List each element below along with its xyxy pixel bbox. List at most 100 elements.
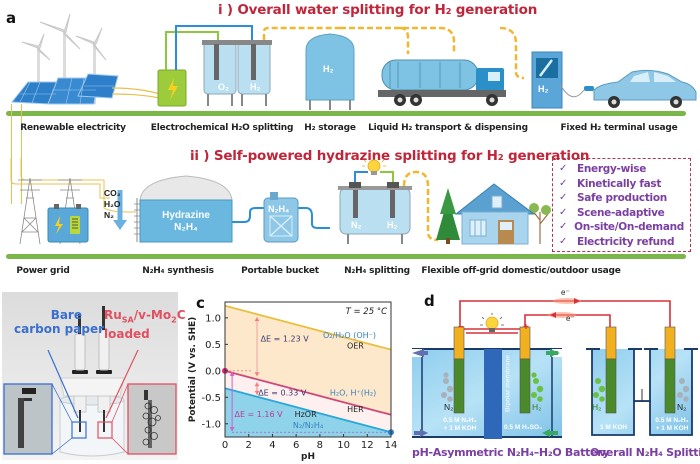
feed-co2: CO₂ <box>104 188 121 198</box>
region-label-hzor: HzOR <box>295 410 318 419</box>
row2-ground <box>6 254 686 259</box>
her-region <box>225 370 391 433</box>
caption-splitting: Overall N₂H₄ Splitting <box>590 446 700 459</box>
x-axis-label: pH <box>301 452 315 462</box>
caption-battery: pH-Asymmetric N₂H₄–H₂O Battery <box>412 446 610 459</box>
x-tick-label: 0 <box>222 440 228 451</box>
series-label-her: H₂O, H⁺(H₂) <box>330 389 376 398</box>
hydrazine-tank-icon <box>134 175 233 243</box>
cell-schematic <box>410 298 698 439</box>
check-icon: ✓ <box>559 163 568 174</box>
callout-left-line2: carbon paper <box>14 322 105 336</box>
feed-n2: N₂ <box>104 210 114 220</box>
light-bulb-icon <box>480 313 504 332</box>
catalyst-loaded-callout: RuSA/v-Mo2C loaded <box>104 308 186 341</box>
check-icon: ✓ <box>559 221 568 232</box>
advantage-item: ✓Kinetically fast <box>559 177 684 192</box>
electrolyte-line: + 1 M KOH <box>655 425 689 432</box>
h2-tank-label: H₂ <box>250 82 261 92</box>
electrolyzer-icon <box>202 40 272 106</box>
callout-right-line2: loaded <box>104 327 150 342</box>
gas-label-h2: H₂ <box>532 402 542 412</box>
arrow-head <box>254 372 260 377</box>
hydrazine-label-line2: N₂H₄ <box>174 222 198 233</box>
bare-carbon-paper-callout: Bare carbon paper <box>14 308 105 336</box>
advantage-item: ✓ Electricity refund <box>559 235 684 250</box>
callout-left-line1: Bare <box>50 308 82 322</box>
stage-label-storage: H₂ storage <box>304 123 356 133</box>
advantage-text: Energy-wise <box>577 163 647 175</box>
panel-letter-d: d <box>424 292 435 310</box>
callout-right-line1: RuSA/v-Mo2C <box>104 308 186 325</box>
oer-region <box>225 305 391 415</box>
h2-storage-label: H₂ <box>323 64 334 74</box>
electrolyte-left: 0.5 M N₂H₄ + 1 M KOH <box>438 417 482 433</box>
power-supply-icon <box>157 69 187 107</box>
electrolyte-acid: 0.5 M H₂SO₄ <box>504 424 543 431</box>
stage-label-synthesis: N₂H₄ synthesis <box>142 266 214 276</box>
row2-illustration <box>10 158 551 245</box>
check-icon: ✓ <box>559 235 568 247</box>
solar-panel-icon <box>11 73 119 105</box>
portable-bucket-icon <box>263 192 299 243</box>
hydrazine-electrolyzer-icon <box>338 171 412 244</box>
row2-title: ii ) Self-powered hydrazine splitting fo… <box>190 148 590 164</box>
advantage-item: ✓ On-site/On-demand <box>559 220 684 235</box>
series-label-hzor: N₂/N₂H₄ <box>293 421 323 430</box>
series-line-1 <box>224 369 392 416</box>
x-tick-label: 14 <box>385 440 398 451</box>
x-tick-label: 6 <box>293 440 299 451</box>
stage-label-offgrid: Flexible off-grid domestic/outdoor usage <box>421 266 621 276</box>
electron-label: e⁻ <box>561 288 570 297</box>
gas-label-n2-right: N₂ <box>677 402 687 412</box>
panel-letter-c: c <box>196 294 205 312</box>
y-tick-label: 1.0 <box>205 313 221 324</box>
electron-arrow-icon <box>550 312 556 318</box>
region-label-oer: OER <box>347 342 364 351</box>
electron-label: e⁻ <box>566 314 575 323</box>
arrow-head <box>254 390 260 395</box>
stage-label-renewable: Renewable electricity <box>20 123 126 133</box>
row1-title: i ) Overall water splitting for H₂ gener… <box>218 2 538 18</box>
stage-label-electrolysis: Electrochemical H₂O splitting <box>150 123 294 133</box>
down-arrow-icon <box>113 220 127 230</box>
h2-pump-icon <box>531 51 594 109</box>
delta-e-label-3: ΔE = 1.16 V <box>234 410 283 419</box>
arrow-head <box>254 382 260 387</box>
y-axis-label: Potential (V vs. SHE) <box>188 317 198 423</box>
electrolyte-line: 0.5 M N₂H₄ <box>443 417 477 424</box>
y-tick-label: 0.0 <box>205 366 221 377</box>
delta-e-label-1: ΔE = 1.23 V <box>261 335 310 344</box>
advantage-text: On-site/On-demand <box>574 221 684 233</box>
minus-sign: − <box>458 322 464 333</box>
y-tick-label: -0.5 <box>201 393 221 404</box>
hzor-region <box>225 388 391 437</box>
electrode-photo <box>3 306 177 457</box>
bucket-label: N₂H₄ <box>268 204 290 214</box>
circuit-wire <box>460 314 611 330</box>
check-icon: ✓ <box>559 192 568 203</box>
house-icon <box>454 183 536 245</box>
arrow-head <box>229 427 235 432</box>
advantage-text: Electricity refund <box>577 235 675 248</box>
car-icon <box>593 69 697 108</box>
series-label-oer: O₂/H₂O (OH⁻) <box>323 331 376 340</box>
h2-tank-label-2: H₂ <box>387 220 398 230</box>
splitting-cell <box>586 326 698 436</box>
check-icon: ✓ <box>559 177 568 189</box>
feed-h2o: H₂O <box>104 199 121 209</box>
region-label-her: HER <box>347 405 364 414</box>
hydrazine-tank-label: Hydrazine N₂H₄ <box>140 210 232 234</box>
advantage-text: Safe production <box>577 192 667 204</box>
x-tick-label: 12 <box>361 440 374 451</box>
stage-label-power-grid: Power grid <box>16 266 70 276</box>
series-line-2 <box>224 387 392 434</box>
gas-label-h2-right: H₂ <box>592 402 602 412</box>
arrow-head <box>254 317 260 322</box>
stage-label-bucket: Portable bucket <box>241 266 319 276</box>
hydrazine-label-line1: Hydrazine <box>162 210 210 221</box>
row1-illustration <box>11 14 697 110</box>
advantage-item: ✓ Energy-wise <box>559 162 684 177</box>
advantage-item: ✓Scene-adaptive <box>559 206 684 221</box>
storage-tank-icon <box>305 33 355 110</box>
